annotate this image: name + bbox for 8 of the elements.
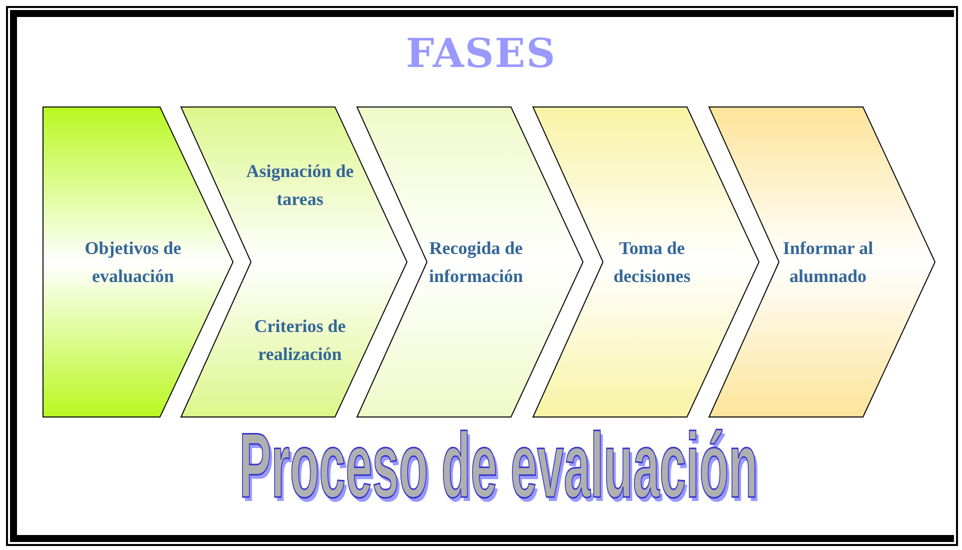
phase-label: Objetivos de evaluación bbox=[84, 237, 182, 288]
phase-label: Asignación de tareas bbox=[245, 160, 355, 210]
phase-label: Criterios de realización bbox=[253, 314, 347, 366]
title: FASES bbox=[406, 30, 556, 77]
phase-label: Informar al alumnado bbox=[782, 237, 874, 288]
phase-label: Toma de decisiones bbox=[612, 237, 692, 288]
phase-label: Recogida de información bbox=[428, 237, 524, 288]
caption: Proceso de evaluación bbox=[239, 418, 758, 515]
